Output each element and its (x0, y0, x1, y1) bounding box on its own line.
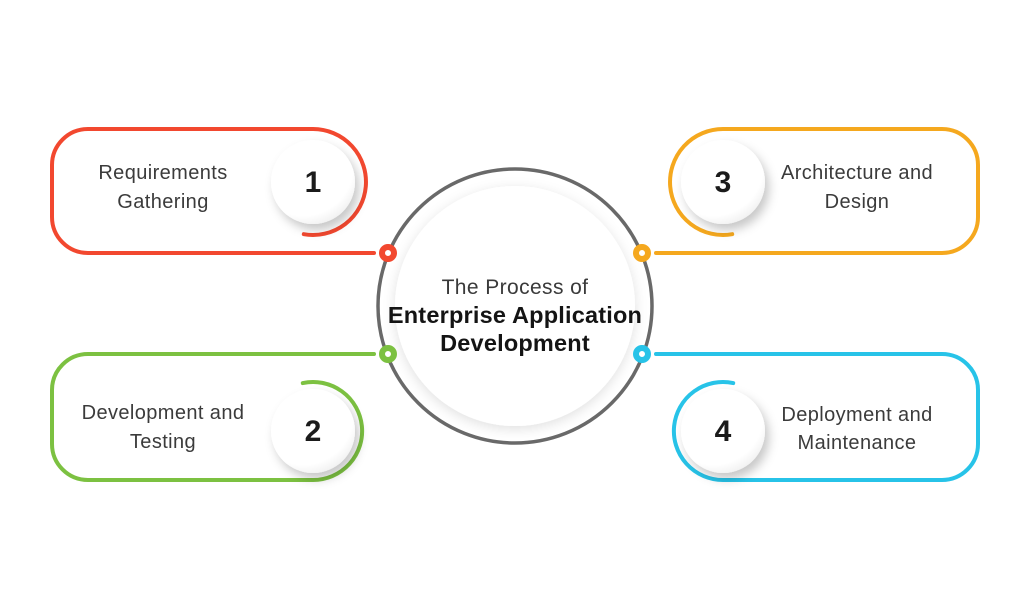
step-1-number-badge (271, 140, 355, 224)
hub-inner-circle (395, 186, 635, 426)
step-3-label-line-1: Architecture and (781, 162, 933, 184)
hub-group: The Process of Enterprise Application De… (376, 167, 654, 445)
step-4-number: 4 (715, 415, 732, 448)
step-1-connector-dot (379, 244, 397, 262)
step-4-group: 4 Deployment and Maintenance (633, 345, 980, 483)
step-3-outline (654, 127, 980, 255)
step-4-number-badge (681, 389, 765, 473)
hub-title-line-1: The Process of (442, 276, 589, 299)
step-4-connector-dot (633, 345, 651, 363)
step-2-number-badge (271, 389, 355, 473)
step-1-label-line-2: Gathering (117, 191, 208, 213)
step-2-number: 2 (305, 415, 322, 448)
step-3-label-line-2: Design (825, 191, 890, 213)
hub-title-line-3: Development (440, 330, 590, 356)
step-3-group: 3 Architecture and Design (633, 127, 980, 262)
hub-title-line-2: Enterprise Application (388, 302, 642, 328)
step-3-number-badge (681, 140, 765, 224)
step-1-group: 1 Requirements Gathering (50, 127, 397, 262)
step-4-label-line-2: Maintenance (798, 432, 917, 454)
step-2-outline (50, 352, 376, 483)
step-2-label-line-1: Development and (82, 402, 245, 424)
step-1-number: 1 (305, 166, 322, 199)
step-1-outline (50, 127, 376, 255)
step-1-label-line-1: Requirements (98, 162, 227, 184)
step-3-number: 3 (715, 166, 732, 199)
step-4-outline (654, 352, 980, 483)
step-2-group: 2 Development and Testing (50, 345, 397, 483)
step-2-connector-dot (379, 345, 397, 363)
step-4-label-line-1: Deployment and (781, 404, 932, 426)
step-2-label-line-2: Testing (130, 431, 196, 453)
step-3-connector-dot (633, 244, 651, 262)
